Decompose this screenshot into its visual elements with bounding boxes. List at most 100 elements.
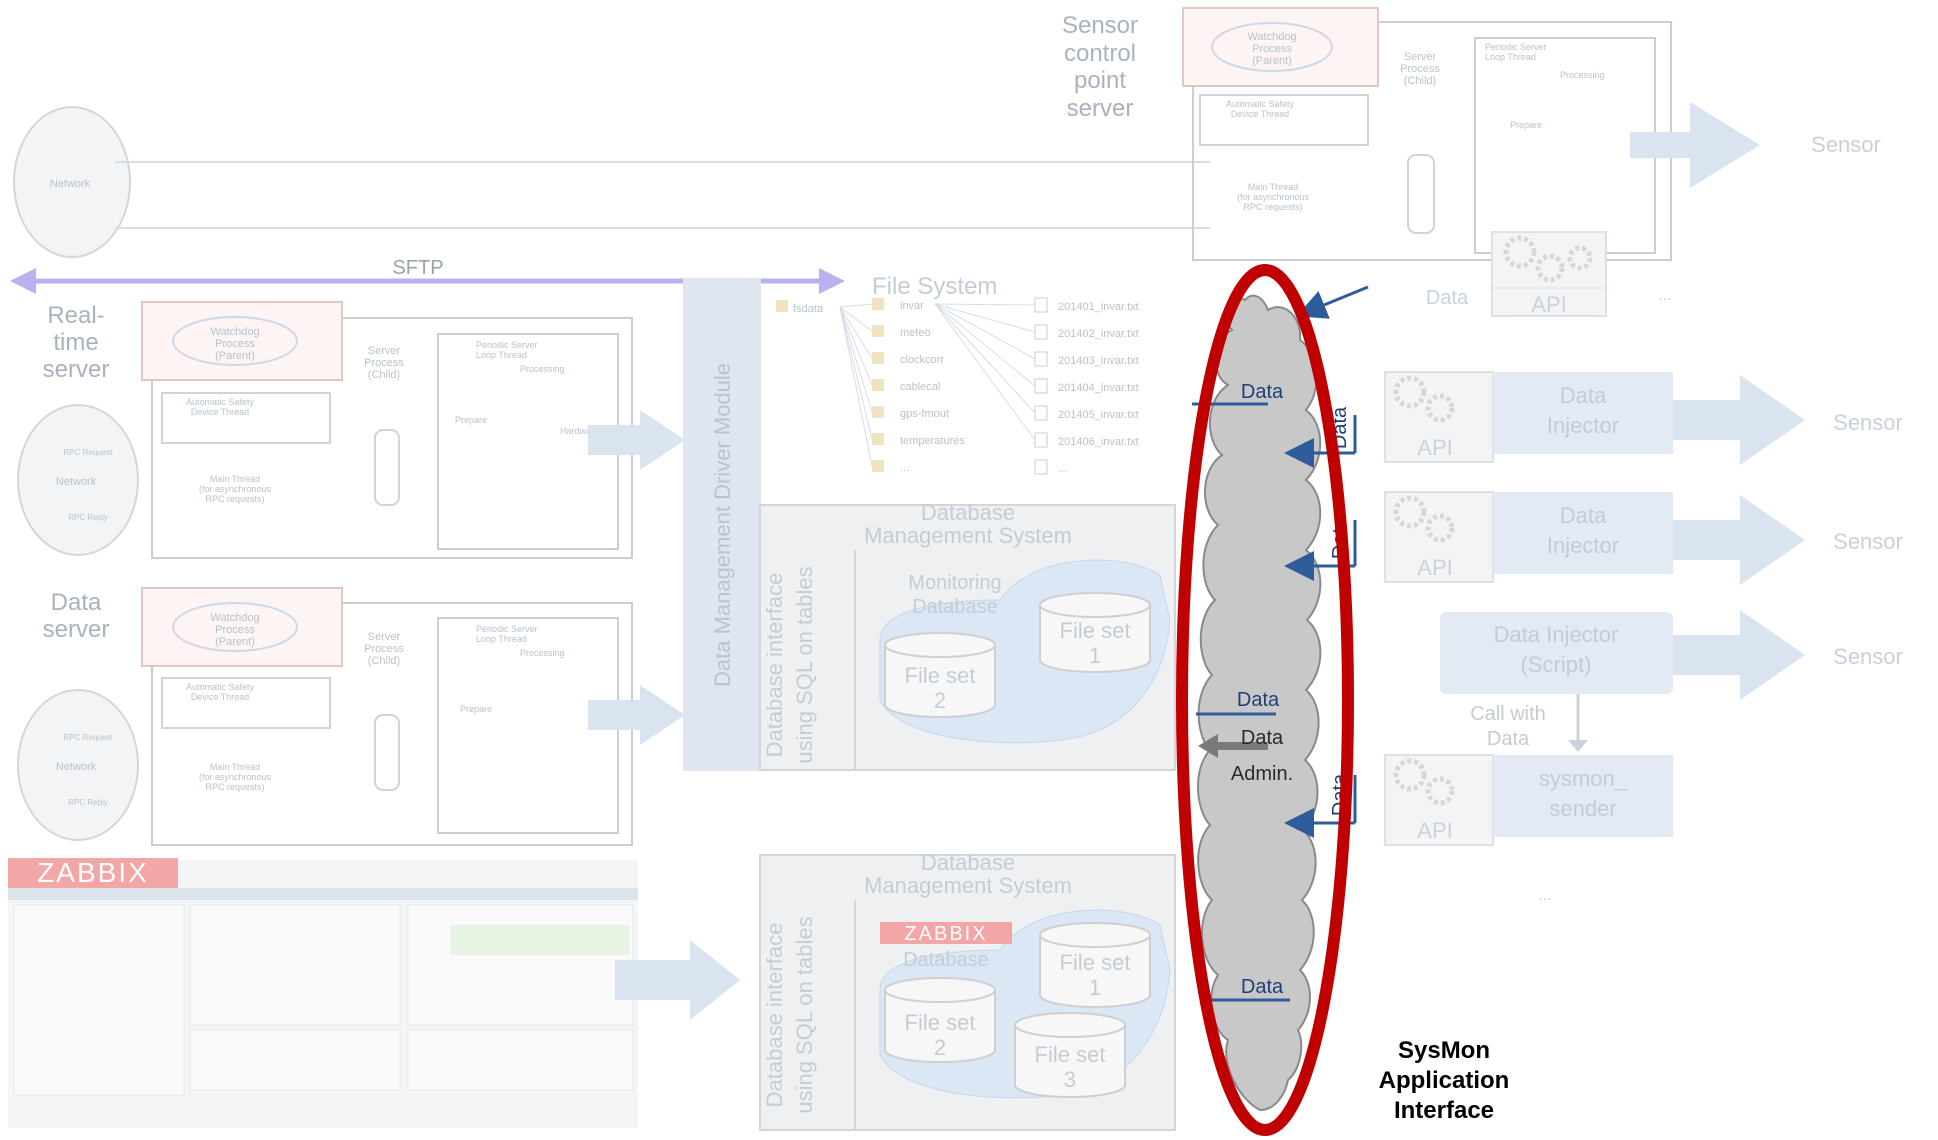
sysmon-sender: API sysmon_ sender bbox=[1385, 755, 1673, 845]
svg-text:control: control bbox=[1064, 40, 1136, 67]
svg-text:3: 3 bbox=[1064, 1067, 1076, 1092]
svg-text:...: ... bbox=[900, 462, 909, 474]
svg-text:Management System: Management System bbox=[864, 523, 1072, 548]
data-server-title: Data server bbox=[43, 589, 110, 643]
cloud-data-4: Data bbox=[1241, 976, 1284, 998]
svg-text:Call with: Call with bbox=[1470, 703, 1546, 725]
file-system-title: File System bbox=[872, 273, 997, 300]
svg-text:Injector: Injector bbox=[1547, 413, 1619, 438]
svg-text:File set: File set bbox=[1060, 618, 1131, 643]
svg-text:Sensor: Sensor bbox=[1062, 12, 1138, 39]
svg-text:invar: invar bbox=[900, 300, 924, 312]
svg-text:Prepare: Prepare bbox=[1510, 120, 1542, 130]
svg-text:File set: File set bbox=[1060, 950, 1131, 975]
svg-text:(for asynchronous: (for asynchronous bbox=[199, 772, 272, 782]
svg-text:201403_invar.txt: 201403_invar.txt bbox=[1058, 355, 1139, 367]
svg-text:sender: sender bbox=[1549, 796, 1616, 821]
fs-files: 201401_invar.txt 201402_invar.txt 201403… bbox=[1035, 298, 1139, 475]
svg-text:Database: Database bbox=[921, 850, 1015, 875]
network-cloud-realtime: Network RPC Request RPC Reply bbox=[18, 405, 138, 555]
svg-text:Main Thread: Main Thread bbox=[1248, 182, 1298, 192]
dbms-zabbix: Database Management System Database inte… bbox=[760, 850, 1175, 1130]
svg-text:Processing: Processing bbox=[520, 648, 565, 658]
svg-text:Data: Data bbox=[1487, 728, 1530, 750]
svg-text:Interface: Interface bbox=[1394, 1097, 1494, 1124]
svg-text:server: server bbox=[43, 616, 110, 643]
data-injector-1: API Data Injector Sensor bbox=[1385, 372, 1903, 465]
svg-text:API: API bbox=[1531, 292, 1566, 317]
svg-text:Process: Process bbox=[1252, 43, 1292, 55]
svg-text:Process: Process bbox=[364, 643, 404, 655]
svg-text:1: 1 bbox=[1089, 643, 1101, 668]
svg-text:fsdata: fsdata bbox=[793, 303, 824, 315]
cloud-data-admin-1: Data bbox=[1241, 727, 1284, 749]
svg-text:Injector: Injector bbox=[1547, 533, 1619, 558]
svg-text:Loop Thread: Loop Thread bbox=[476, 350, 527, 360]
svg-text:Device Thread: Device Thread bbox=[191, 407, 249, 417]
svg-text:API: API bbox=[1417, 555, 1452, 580]
svg-text:Watchdog: Watchdog bbox=[1247, 31, 1296, 43]
svg-text:Device Thread: Device Thread bbox=[191, 692, 249, 702]
svg-text:Network: Network bbox=[56, 476, 97, 488]
svg-text:201405_invar.txt: 201405_invar.txt bbox=[1058, 409, 1139, 421]
svg-text:server: server bbox=[1067, 95, 1134, 122]
svg-text:RPC Request: RPC Request bbox=[64, 448, 114, 457]
svg-text:point: point bbox=[1074, 67, 1126, 94]
svg-text:Automatic Safety: Automatic Safety bbox=[186, 682, 255, 692]
realtime-line-2: time bbox=[53, 329, 98, 356]
sysmon-caption: SysMon Application Interface bbox=[1379, 1037, 1510, 1124]
svg-text:Database: Database bbox=[921, 500, 1015, 525]
svg-text:Management System: Management System bbox=[864, 873, 1072, 898]
api-top: API bbox=[1492, 232, 1606, 317]
svg-text:(Parent): (Parent) bbox=[215, 350, 255, 362]
svg-text:Process: Process bbox=[215, 624, 255, 636]
svg-text:Network: Network bbox=[56, 761, 97, 773]
network-cloud-data: Network RPC Request RPC Reply bbox=[18, 690, 138, 840]
svg-text:(Child): (Child) bbox=[368, 655, 400, 667]
dm-driver-label: Data Management Driver Module bbox=[710, 363, 735, 687]
realtime-line-3: server bbox=[43, 356, 110, 383]
zabbix-screenshot: ZABBIX bbox=[8, 857, 638, 1128]
svg-text:Main Thread: Main Thread bbox=[210, 474, 260, 484]
ellipsis-2: ... bbox=[1538, 887, 1551, 904]
svg-text:Loop Thread: Loop Thread bbox=[1485, 52, 1536, 62]
svg-text:File set: File set bbox=[905, 663, 976, 688]
svg-text:Main Thread: Main Thread bbox=[210, 762, 260, 772]
svg-text:Device Thread: Device Thread bbox=[1231, 109, 1289, 119]
svg-text:Sensor: Sensor bbox=[1833, 410, 1903, 435]
dbms-monitoring: Database Management System Database inte… bbox=[760, 500, 1175, 770]
svg-text:Periodic Server: Periodic Server bbox=[476, 340, 538, 350]
realtime-line-1: Real- bbox=[47, 302, 104, 329]
svg-text:Monitoring: Monitoring bbox=[908, 572, 1001, 594]
svg-text:2: 2 bbox=[934, 688, 946, 713]
svg-text:Database interface: Database interface bbox=[762, 573, 787, 758]
svg-text:Periodic Server: Periodic Server bbox=[1485, 42, 1547, 52]
svg-text:Data Injector: Data Injector bbox=[1494, 622, 1619, 647]
network-cloud-top: Network bbox=[14, 107, 130, 257]
svg-text:Loop Thread: Loop Thread bbox=[476, 634, 527, 644]
svg-text:Periodic Server: Periodic Server bbox=[476, 624, 538, 634]
svg-text:Automatic Safety: Automatic Safety bbox=[186, 397, 255, 407]
sensor-server-block: Watchdog Process (Parent) Server Process… bbox=[1183, 8, 1760, 260]
svg-text:SysMon: SysMon bbox=[1398, 1037, 1490, 1064]
svg-text:API: API bbox=[1417, 435, 1452, 460]
data-top-right: Data bbox=[1426, 287, 1469, 309]
svg-text:Data: Data bbox=[1560, 503, 1607, 528]
fileset-1b: File set 1 bbox=[1040, 923, 1150, 1007]
svg-text:RPC requests): RPC requests) bbox=[205, 494, 264, 504]
svg-text:RPC Reply: RPC Reply bbox=[68, 513, 108, 522]
dm-driver-module: Data Management Driver Module bbox=[683, 278, 761, 771]
svg-text:RPC Reply: RPC Reply bbox=[68, 798, 108, 807]
fs-folders: invar meteo clockcorr cablecal gps-fmout… bbox=[872, 298, 965, 474]
svg-text:...: ... bbox=[1058, 463, 1067, 475]
svg-text:ZABBIX: ZABBIX bbox=[904, 923, 987, 945]
svg-text:Application: Application bbox=[1379, 1067, 1510, 1094]
realtime-server-block: Watchdog Process (Parent) Server Process… bbox=[142, 302, 685, 558]
svg-text:meteo: meteo bbox=[900, 327, 931, 339]
svg-text:Processing: Processing bbox=[1560, 70, 1605, 80]
svg-text:using SQL on tables: using SQL on tables bbox=[792, 566, 817, 763]
ellipsis-1: ... bbox=[1658, 287, 1671, 304]
fileset-2b: File set 2 bbox=[885, 978, 995, 1062]
svg-text:Sensor: Sensor bbox=[1833, 644, 1903, 669]
